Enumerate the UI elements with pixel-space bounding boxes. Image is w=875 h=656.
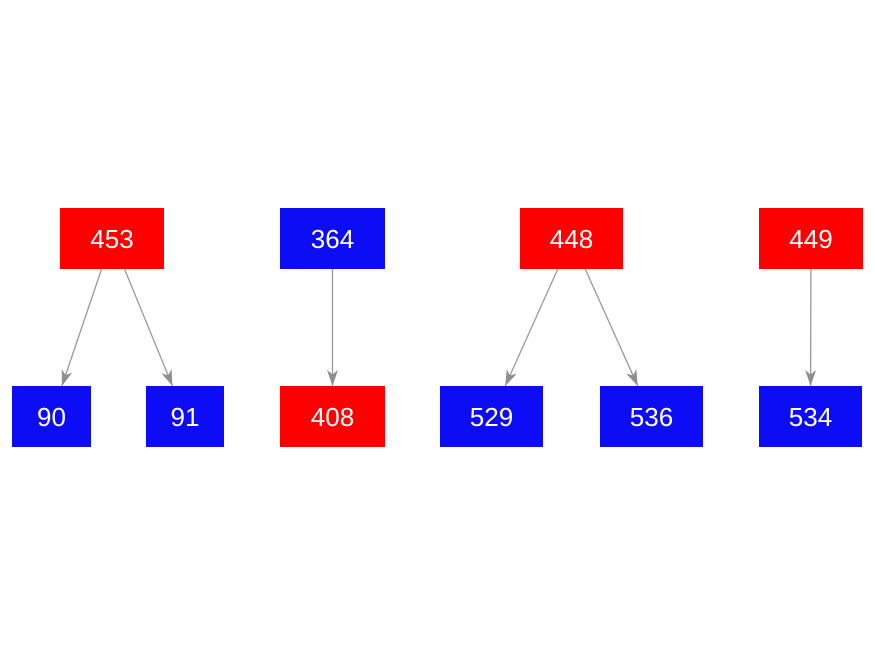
- tree-node-label: 453: [90, 223, 134, 254]
- edge-arrow: [584, 268, 639, 387]
- edge-arrow: [504, 268, 559, 387]
- tree-node-label: 534: [788, 401, 833, 432]
- tree-node: 448: [520, 208, 623, 269]
- tree-node: 536: [600, 386, 703, 447]
- tree-node: 529: [440, 386, 543, 447]
- tree-node: 91: [146, 386, 224, 447]
- edge-arrow: [61, 268, 103, 387]
- tree-node-label: 364: [310, 223, 355, 254]
- tree-node-label: 91: [170, 401, 200, 432]
- tree-node-label: 448: [549, 223, 594, 254]
- tree-node-label: 408: [310, 401, 355, 432]
- edge-arrow: [123, 268, 174, 387]
- tree-node-label: 90: [37, 401, 66, 432]
- tree-node: 453: [60, 208, 164, 269]
- tree-node: 408: [280, 386, 385, 447]
- tree-node: 449: [759, 208, 863, 269]
- tree-node-label: 529: [469, 401, 514, 432]
- tree-node-label: 449: [789, 223, 833, 254]
- tree-node: 364: [280, 208, 385, 269]
- tree-node: 534: [759, 386, 862, 447]
- tree-node: 90: [12, 386, 91, 447]
- tree-node-label: 536: [629, 401, 674, 432]
